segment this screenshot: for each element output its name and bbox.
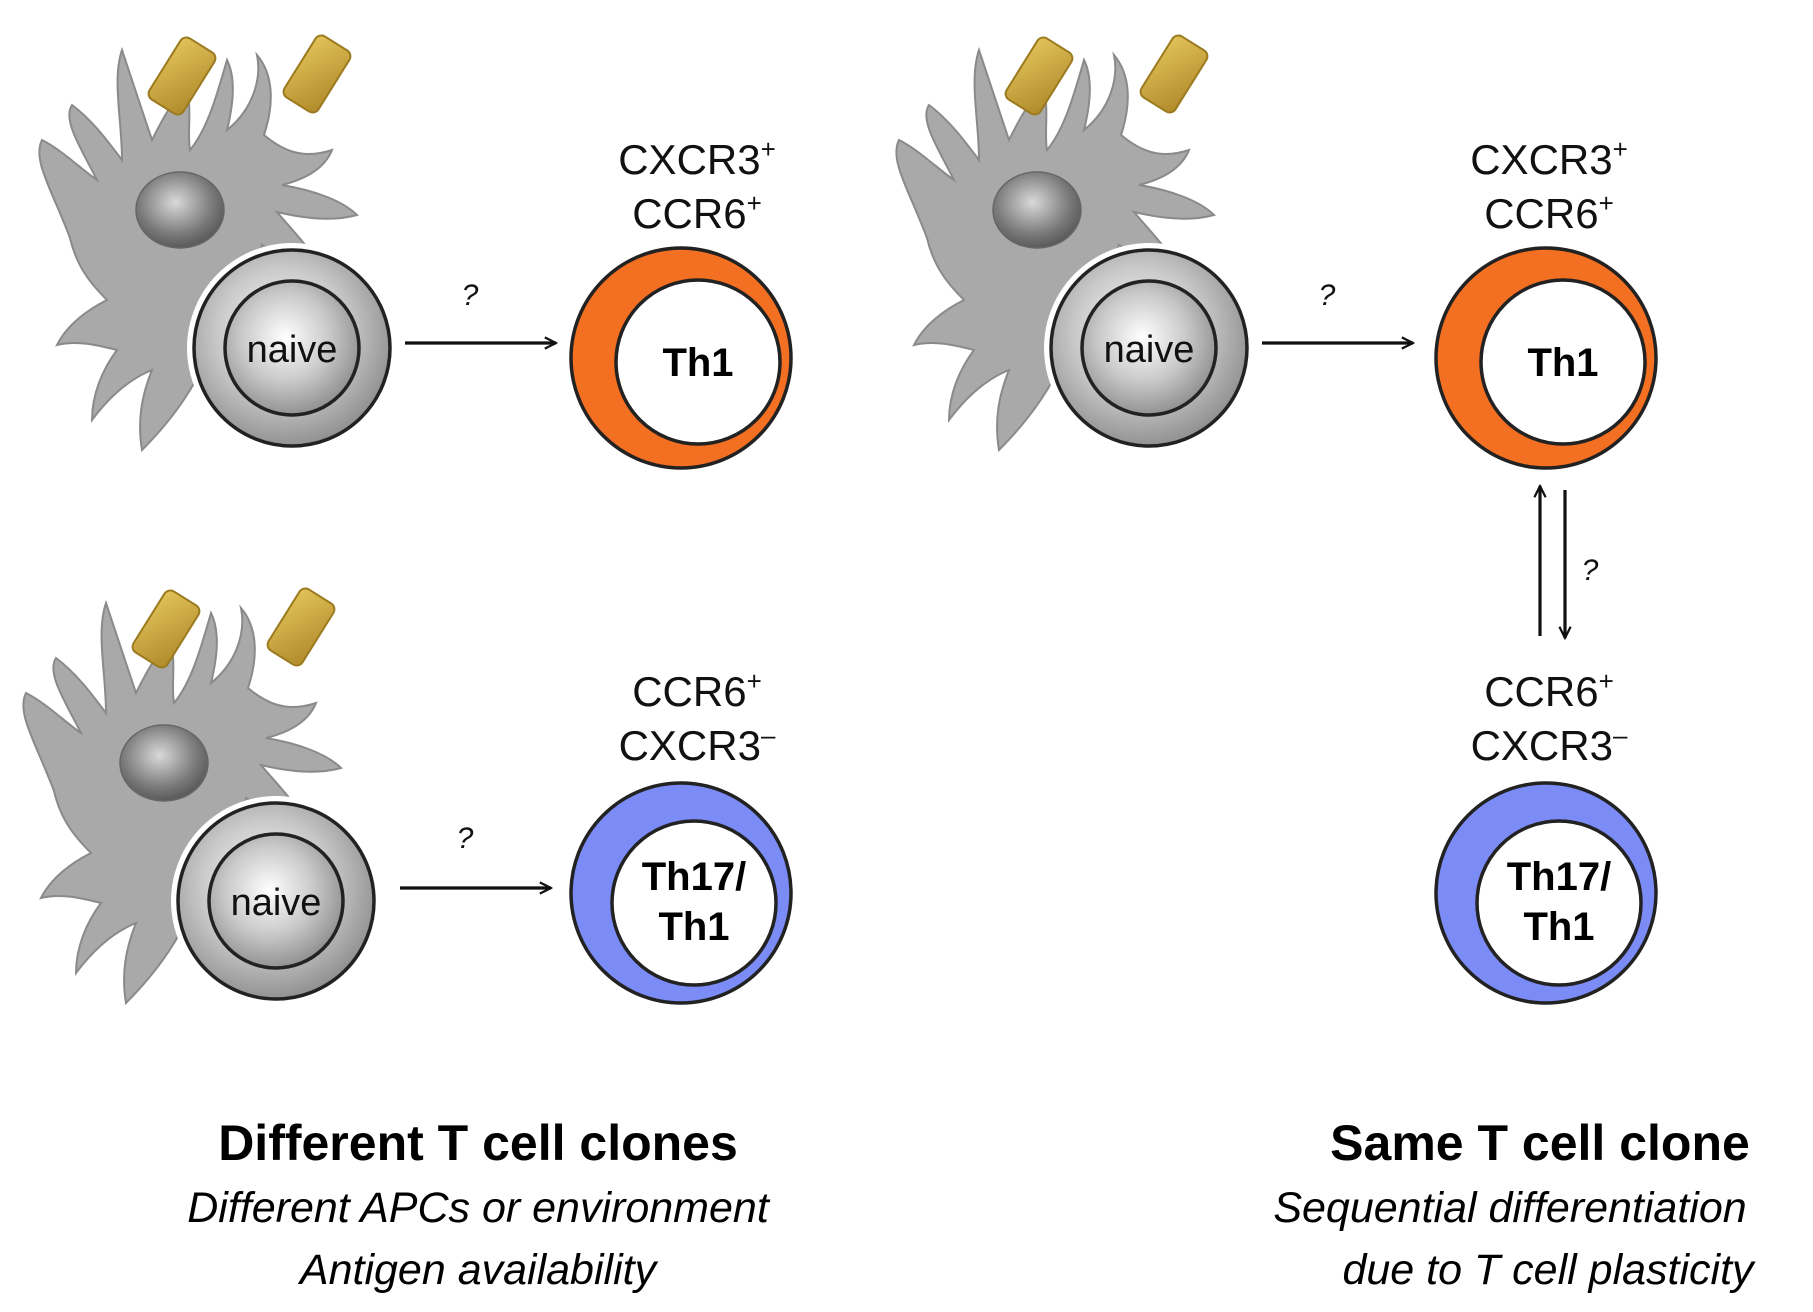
right-subtitle-2: due to T cell plasticity [1342,1246,1756,1294]
left-top-apc-naive: naive [37,31,399,455]
question-mark: ? [1319,279,1336,312]
marker-cxcr3-plus: CXCR3+ [1470,134,1628,183]
marker-cxcr3-minus: CXCR3– [619,720,776,769]
right-top-apc-naive: naive [894,31,1256,455]
dendritic-cell-icon [21,584,383,1008]
right-subtitle-1: Sequential differentiation [1273,1184,1746,1232]
right-heading: Same T cell clone [1330,1115,1750,1171]
dendritic-cell-icon [894,31,1256,455]
left-bottom-apc-naive: naive [21,584,383,1008]
marker-ccr6-plus: CCR6+ [1484,666,1614,715]
cell-label-th17: Th17/ [1507,855,1611,899]
marker-cxcr3-minus: CXCR3– [1471,720,1628,769]
th17-th1-cell: Th17/ Th1 [1434,781,1658,1005]
cell-label-th1: Th1 [1523,905,1594,949]
left-heading: Different T cell clones [218,1115,738,1171]
left-subtitle-1: Different APCs or environment [187,1184,771,1232]
marker-ccr6-plus: CCR6+ [632,666,762,715]
left-subtitle-2: Antigen availability [297,1246,659,1294]
question-mark: ? [457,822,474,855]
naive-label: naive [247,329,338,371]
marker-ccr6-plus: CCR6+ [632,188,762,237]
cell-label-th17: Th17/ [642,855,746,899]
cell-label-th1: Th1 [1527,341,1598,385]
dendritic-cell-icon [37,31,399,455]
question-mark: ? [1582,554,1599,587]
cell-label-th1: Th1 [658,905,729,949]
question-mark: ? [462,279,479,312]
naive-label: naive [231,882,322,924]
naive-label: naive [1104,329,1195,371]
marker-ccr6-plus: CCR6+ [1484,188,1614,237]
th17-th1-cell: Th17/ Th1 [569,781,793,1005]
th1-cell: Th1 [1434,246,1658,470]
marker-cxcr3-plus: CXCR3+ [618,134,776,183]
cell-label-th1: Th1 [662,341,733,385]
th1-cell: Th1 [569,246,793,470]
